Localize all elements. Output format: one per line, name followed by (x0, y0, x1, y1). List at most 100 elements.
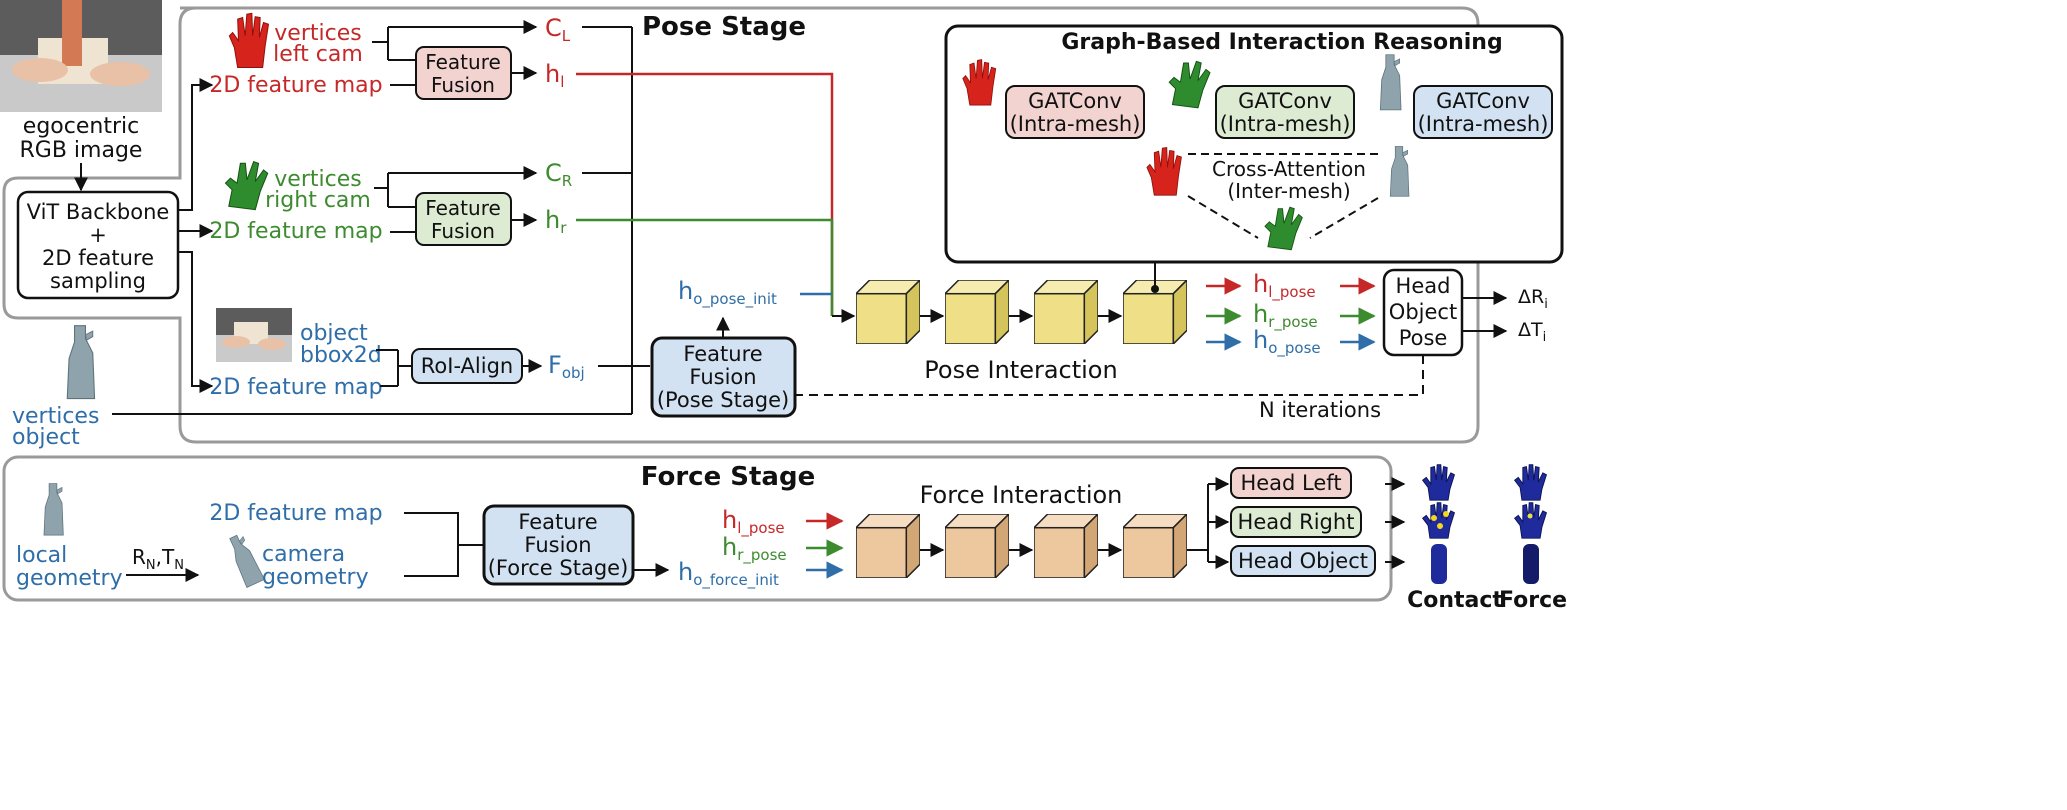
contact-right-hand-icon (1422, 502, 1455, 539)
feature-fusion-force-stage (482, 504, 635, 586)
right-cam-label: right cam (265, 188, 371, 213)
local-geometry-icon (43, 483, 64, 536)
head-right-box (1230, 506, 1362, 538)
head-object-pose-line3: Pose (1399, 326, 1448, 350)
force-output-label: Force (1499, 588, 1567, 613)
cross-attention-line1: Cross-Attention (1212, 157, 1366, 181)
force-h-l-pose-label: hl_pose (722, 506, 785, 538)
local-label: local (16, 543, 67, 568)
right-hand-mesh-icon (224, 161, 269, 211)
feature-map-left: 2D feature map (209, 73, 382, 98)
pose-cube-2 (945, 280, 1009, 344)
force-h-r-pose-label: hr_pose (722, 533, 787, 565)
force-right-hand-icon (1514, 502, 1547, 539)
fusion-left-line1: Feature (425, 50, 501, 74)
cross-attention-line2: (Inter-mesh) (1227, 179, 1350, 203)
head-right-label: Head Right (1238, 510, 1355, 534)
f-obj-label: Fobj (548, 351, 585, 382)
pose-cube-1 (856, 280, 920, 344)
delta-t-label: ΔTi (1518, 319, 1546, 345)
force-interaction-label: Force Interaction (920, 481, 1123, 509)
head-object-pose-line2: Object (1389, 300, 1457, 324)
force-cube-3 (1034, 514, 1098, 578)
left-cam-label: left cam (273, 42, 363, 67)
head-object-box (1230, 545, 1376, 577)
rgb-image-label: RGB image (20, 138, 143, 163)
fusion-force-line3: (Force Stage) (488, 556, 629, 580)
pose-interaction-label: Pose Interaction (924, 356, 1117, 384)
force-cube-2 (945, 514, 1009, 578)
fusion-right-line2: Fusion (431, 219, 495, 243)
force-object-icon (1523, 544, 1539, 584)
gatconv-object-line2: (Intra-mesh) (1418, 112, 1549, 136)
feature-map-object: 2D feature map (209, 375, 382, 400)
vertices-right-label: vertices (274, 167, 361, 192)
n-iterations-label: N iterations (1259, 398, 1381, 422)
c-right-label: CR (545, 159, 572, 190)
contact-object-icon (1431, 544, 1447, 584)
backbone-line4: sampling (50, 269, 146, 293)
h-l-pose-label: hl_pose (1253, 270, 1316, 302)
head-object-label: Head Object (1238, 549, 1368, 573)
fusion-pose-line1: Feature (683, 342, 762, 366)
force-left-hand-icon (1514, 464, 1547, 501)
camera-geometry-icon (224, 532, 265, 589)
gatconv-left-line2: (Intra-mesh) (1010, 112, 1141, 136)
force-h-o-init-label: ho_force_init (678, 558, 779, 590)
head-object-pose-line1: Head (1396, 274, 1451, 298)
vit-backbone-box (16, 190, 180, 300)
h-left-label: hl (545, 60, 564, 91)
camera-label: camera (262, 542, 345, 567)
gatconv-object-line1: GATConv (1436, 89, 1530, 113)
h-o-pose-init-label: ho_pose_init (678, 277, 777, 309)
contact-output-label: Contact (1407, 588, 1503, 613)
fusion-force-line2: Fusion (524, 533, 591, 557)
pose-cube-3 (1034, 280, 1098, 344)
h-r-pose-label: hr_pose (1253, 300, 1318, 332)
backbone-line2: + (89, 223, 107, 247)
roi-align-label: RoI-Align (421, 354, 513, 378)
fusion-left-line2: Fusion (431, 73, 495, 97)
gatconv-right-line1: GATConv (1238, 89, 1332, 113)
fusion-force-line1: Feature (518, 510, 597, 534)
object-mesh-icon (66, 324, 96, 400)
object-bbox-thumbnail (216, 308, 292, 362)
force-cube-4 (1123, 514, 1187, 578)
backbone-line3: 2D feature (42, 246, 154, 270)
gatconv-left-box (1005, 85, 1145, 139)
pose-stage-title: Pose Stage (642, 12, 806, 42)
geometry-label: geometry (16, 566, 123, 591)
gatconv-right-box (1215, 85, 1355, 139)
force-cube-1 (856, 514, 920, 578)
gatconv-right-line2: (Intra-mesh) (1220, 112, 1351, 136)
force-stage-title: Force Stage (641, 462, 815, 492)
force-stage-frame (2, 455, 1393, 602)
fusion-pose-line3: (Pose Stage) (657, 388, 789, 412)
feature-map-right: 2D feature map (209, 219, 382, 244)
fusion-pose-line2: Fusion (689, 365, 756, 389)
vertices-object-label: vertices (12, 404, 99, 429)
fusion-right-line1: Feature (425, 196, 501, 220)
left-hand-mesh-icon (228, 12, 270, 69)
object-label: object (300, 321, 368, 346)
h-o-pose-label: ho_pose (1253, 326, 1321, 358)
bbox2d-label: bbox2d (300, 343, 382, 368)
rn-tn-label: RN,TN (132, 545, 184, 573)
force-feature-map-label: 2D feature map (209, 501, 382, 526)
gatconv-left-line1: GATConv (1028, 89, 1122, 113)
contact-left-hand-icon (1422, 464, 1455, 501)
head-left-box (1230, 467, 1352, 499)
backbone-line1: ViT Backbone (27, 200, 170, 224)
gatconv-object-box (1413, 85, 1553, 139)
camera-geometry-label: geometry (262, 565, 369, 590)
graph-reasoning-title: Graph-Based Interaction Reasoning (1061, 30, 1502, 55)
c-left-label: CL (545, 14, 571, 45)
delta-r-label: ΔRi (1518, 286, 1548, 312)
h-right-label: hr (545, 206, 567, 237)
object-vertices-label: object (12, 425, 80, 450)
egocentric-label: egocentric (23, 114, 139, 139)
graph-reasoning-panel (944, 24, 1564, 264)
egocentric-rgb-image (0, 0, 162, 112)
vertices-left-label: vertices (274, 21, 361, 46)
